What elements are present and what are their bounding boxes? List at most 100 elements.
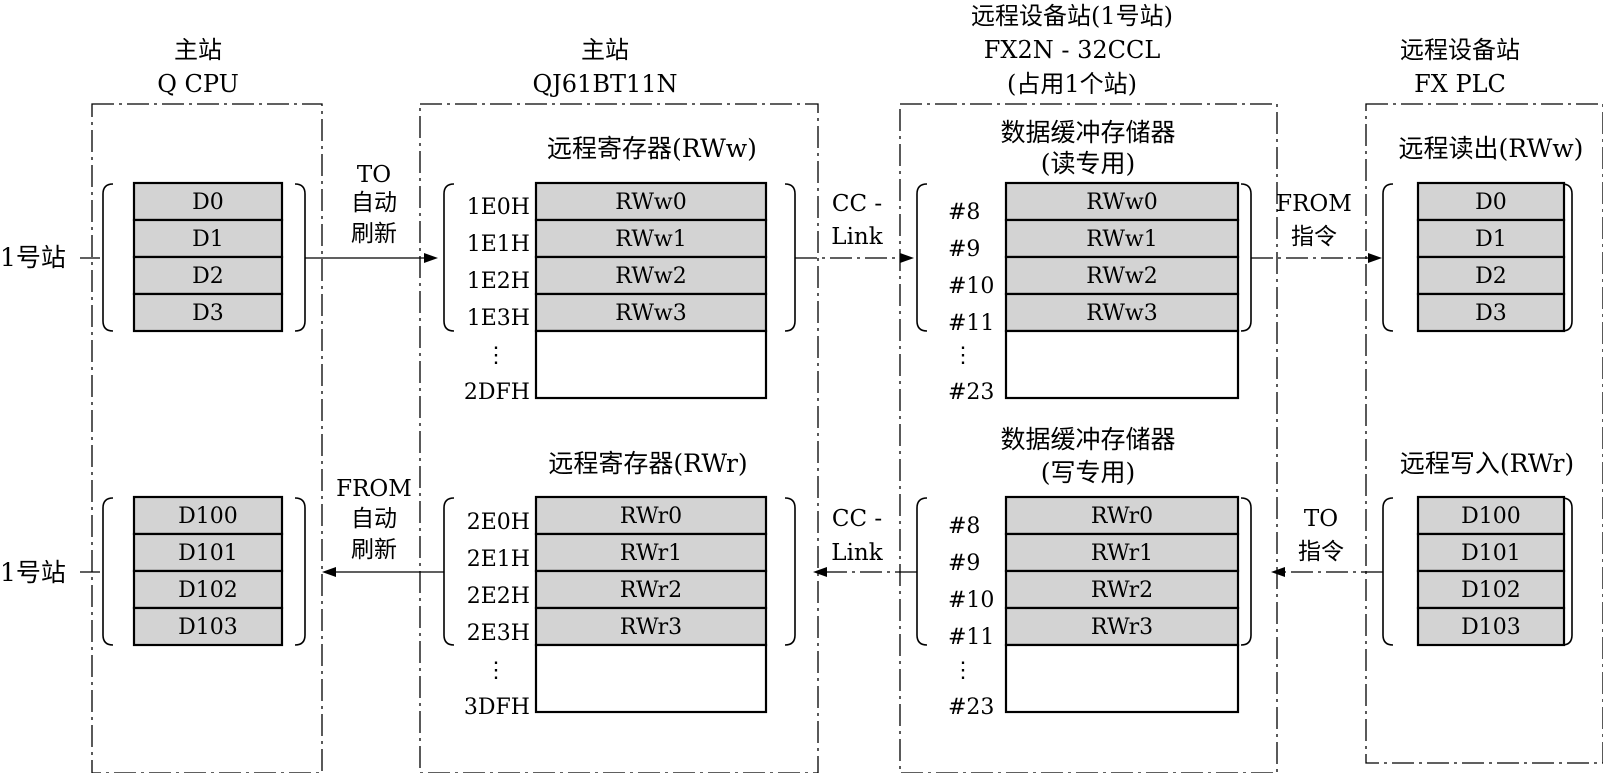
- qj61-bottom-group: RWr0 RWr1 RWr2 RWr3 2E0H 2E1H 2E2H 2E3H …: [443, 495, 796, 720]
- buffer-address-label: #9: [948, 551, 980, 576]
- qj61-top-brace-right: [784, 183, 796, 332]
- fxplc-top-brace-left: [1382, 183, 1394, 332]
- address-label: 1E2H: [467, 269, 530, 294]
- qj61-bottom-title: 远程寄存器(RWr): [548, 449, 747, 478]
- fx2n-top-title-1: 数据缓冲存储器: [1000, 118, 1175, 147]
- register-cell-label: RWw0: [1086, 190, 1158, 215]
- register-cell-label: D100: [178, 504, 238, 529]
- register-cell-label: D2: [192, 264, 224, 289]
- header-fx-plc: 远程设备站 FX PLC: [1400, 36, 1520, 98]
- register-cell: [1004, 181, 1240, 222]
- register-cell-label: D101: [178, 541, 238, 566]
- register-cell: [1004, 292, 1240, 333]
- vertical-ellipsis: ⋮: [485, 658, 507, 683]
- register-cell: [132, 292, 284, 333]
- register-cell-label: RWr3: [1091, 615, 1153, 640]
- register-cell: [534, 292, 768, 333]
- fxplc-bottom-title: 远程写入(RWr): [1400, 449, 1574, 478]
- arrow-head-right-icon: [900, 253, 914, 263]
- qcpu-bottom-group: D100 D101 D102 D103: [102, 495, 306, 647]
- register-cell: [534, 532, 768, 573]
- link-label: 指令: [1298, 539, 1344, 565]
- buffer-address-label: #10: [948, 274, 994, 299]
- fx2n-top-group: RWw0 RWw1 RWw2 RWw3 #8 #9 #10 #11 ⋮ #23: [916, 181, 1252, 405]
- register-cell: [132, 569, 284, 610]
- register-cell-label: D2: [1475, 264, 1507, 289]
- buffer-address-label: #23: [948, 695, 994, 720]
- arrow-head-right-icon: [1368, 253, 1382, 263]
- qj61-top-group: RWw0 RWw1 RWw2 RWw3 1E0H 1E1H 1E2H 1E3H …: [443, 181, 796, 405]
- link-label: TO: [357, 162, 391, 188]
- register-cell-label: RWw0: [615, 190, 687, 215]
- header-qj61bt11n: 主站 QJ61BT11N: [532, 36, 677, 98]
- register-cell: [534, 218, 768, 259]
- fxplc-bottom-brace-left: [1382, 497, 1394, 646]
- qcpu-top-brace-left: [102, 183, 114, 332]
- register-cell: [534, 255, 768, 296]
- frame-fx-plc: [1365, 103, 1603, 764]
- register-cell-label: D103: [178, 615, 238, 640]
- link-label: FROM: [1276, 191, 1352, 217]
- register-cell-label: RWr2: [1091, 578, 1153, 603]
- register-cell: [1416, 181, 1566, 222]
- register-cell-label: RWw1: [1086, 227, 1158, 252]
- qj61-bottom-brace-right: [784, 497, 796, 646]
- fx2n-top-brace-right: [1240, 183, 1252, 332]
- qj61-bottom-brace-left: [443, 497, 455, 646]
- header-fx2n-title: 远程设备站(1号站): [971, 2, 1173, 30]
- fxplc-bottom-group: D100 D101 D102 D103: [1382, 495, 1573, 647]
- link-label: CC -: [832, 506, 882, 532]
- register-area-remaining: [534, 643, 768, 714]
- header-qj61bt11n-subtitle: QJ61BT11N: [532, 70, 677, 98]
- link-to-auto-refresh: TO 自动 刷新: [305, 162, 438, 263]
- register-cell: [132, 606, 284, 647]
- register-cell-label: D1: [192, 227, 224, 252]
- register-cell-label: RWr0: [1091, 504, 1153, 529]
- register-cell: [534, 569, 768, 610]
- register-cell: [534, 495, 768, 536]
- arrow-head-left-icon: [322, 567, 336, 577]
- qj61-top-title: 远程寄存器(RWw): [547, 134, 757, 163]
- fx2n-bottom-group: RWr0 RWr1 RWr2 RWr3 #8 #9 #10 #11 ⋮ #23: [916, 495, 1252, 720]
- fxplc-bottom-brace-right: [1561, 497, 1573, 646]
- link-label: 自动: [351, 506, 397, 532]
- register-cell: [132, 255, 284, 296]
- register-cell-label: RWr1: [1091, 541, 1153, 566]
- link-label: 刷新: [351, 221, 397, 247]
- fx2n-bottom-brace-right: [1240, 497, 1252, 646]
- register-cell: [132, 532, 284, 573]
- link-from-instruction: FROM 指令: [1251, 191, 1382, 263]
- arrow-head-right-icon: [424, 253, 438, 263]
- qcpu-top-brace-right: [294, 183, 306, 332]
- vertical-ellipsis: ⋮: [952, 658, 974, 683]
- link-cc-link-top: CC - Link: [795, 191, 914, 263]
- header-qj61bt11n-title: 主站: [581, 36, 629, 64]
- address-label: 2DFH: [464, 380, 530, 405]
- link-from-auto-refresh: FROM 自动 刷新: [322, 476, 444, 577]
- register-cell-label: RWw2: [615, 264, 687, 289]
- register-cell: [1416, 255, 1566, 296]
- link-cc-link-bottom: CC - Link: [813, 506, 917, 577]
- header-q-cpu-title: 主站: [174, 36, 222, 64]
- address-label: 2E3H: [467, 621, 530, 646]
- register-cell-label: D100: [1461, 504, 1521, 529]
- register-cell: [132, 495, 284, 536]
- link-label: 自动: [351, 190, 397, 216]
- qcpu-top-group: D0 D1 D2 D3: [102, 181, 306, 333]
- link-to-instruction: TO 指令: [1271, 506, 1383, 577]
- register-cell-label: RWw3: [1086, 301, 1158, 326]
- register-cell-label: RWw2: [1086, 264, 1158, 289]
- link-label: 指令: [1291, 224, 1337, 250]
- register-cell: [1416, 292, 1566, 333]
- address-label: 2E1H: [467, 547, 530, 572]
- register-cell-label: D102: [178, 578, 238, 603]
- header-fx-plc-subtitle: FX PLC: [1414, 70, 1506, 98]
- register-cell-label: D0: [192, 190, 224, 215]
- header-fx-plc-title: 远程设备站: [1400, 36, 1520, 64]
- header-fx2n-note: (占用1个站): [1007, 70, 1137, 98]
- arrow-head-left-icon: [1271, 567, 1285, 577]
- address-label: 1E1H: [467, 232, 530, 257]
- link-label: Link: [831, 540, 883, 566]
- buffer-address-label: #11: [948, 625, 994, 650]
